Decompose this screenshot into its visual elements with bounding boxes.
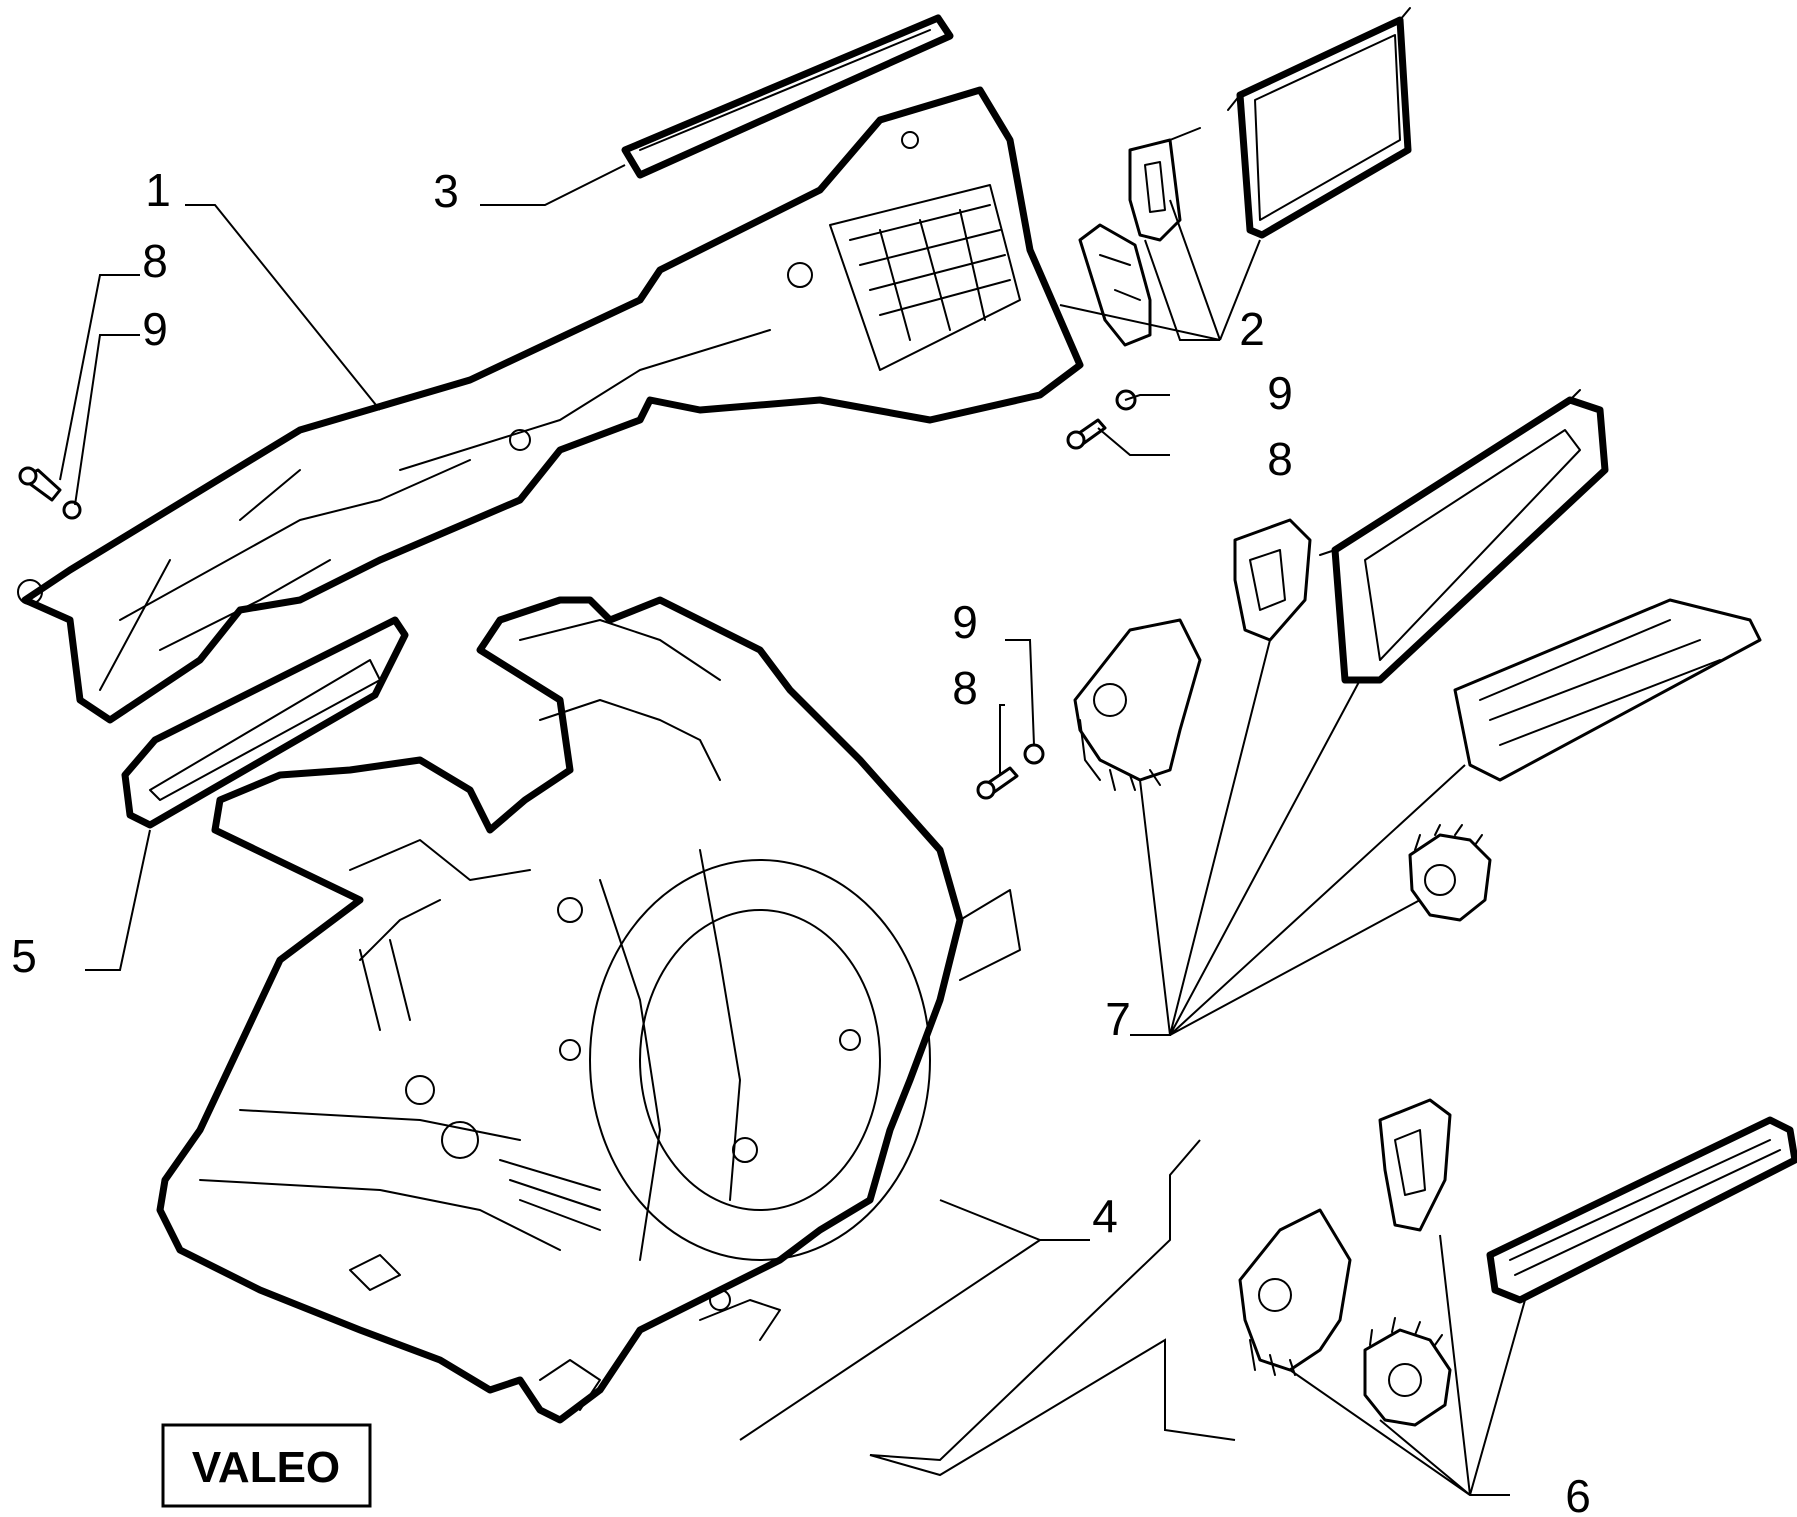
callout-8-top-left: 8 [142, 235, 168, 287]
callout-6: 6 [1565, 1470, 1591, 1517]
part-2-heater-core-assembly [1078, 7, 1412, 347]
callout-9-middle: 9 [952, 596, 978, 648]
leader-lines [59, 164, 1526, 1496]
callout-3: 3 [433, 165, 459, 217]
part-4-heater-housing [156, 596, 1021, 1424]
brand-label: VALEO [192, 1443, 340, 1492]
callout-8-middle: 8 [952, 662, 978, 714]
screw-top-left [18, 466, 62, 502]
callout-2: 2 [1239, 303, 1265, 355]
part-1-upper-duct [17, 86, 1084, 724]
callout-9-top-left: 9 [142, 303, 168, 355]
part-7-flap-assembly [1073, 389, 1762, 922]
part-3-strip-gasket [621, 14, 954, 179]
part-6-flap-assembly [1238, 1098, 1797, 1427]
callout-1: 1 [145, 164, 171, 216]
callout-5: 5 [11, 930, 37, 982]
callout-labels: 1 2 3 4 5 6 7 8 9 9 8 9 8 [11, 164, 1591, 1517]
washer-middle [1023, 743, 1045, 765]
screw-right [1066, 418, 1107, 450]
part-5-filter-gasket [121, 616, 409, 829]
screw-middle [976, 766, 1019, 800]
callout-7: 7 [1105, 993, 1131, 1045]
callout-4: 4 [1092, 1190, 1118, 1242]
callout-8-right: 8 [1267, 433, 1293, 485]
assembly-bracket-symbol [869, 1139, 1236, 1477]
valeo-brand-box: VALEO [161, 1423, 372, 1508]
callout-9-right: 9 [1267, 367, 1293, 419]
washer-top-left [62, 500, 82, 520]
